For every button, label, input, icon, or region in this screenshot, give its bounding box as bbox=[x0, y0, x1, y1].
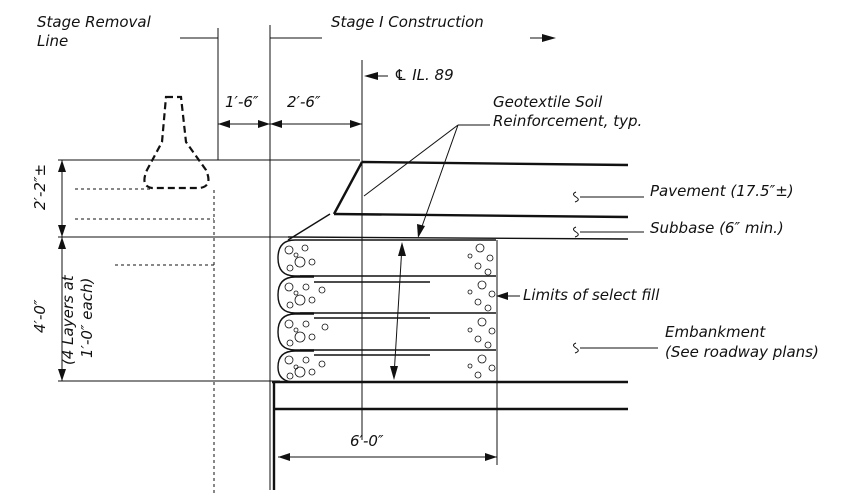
layers-label-line2: 1′-0″ each) bbox=[78, 278, 96, 358]
stage-construction-label: Stage I Construction bbox=[331, 13, 484, 31]
pavement-structure bbox=[287, 160, 629, 241]
top-dimension-line bbox=[218, 120, 362, 128]
dimension-6-0-label: 6′-0″ bbox=[350, 432, 384, 450]
dimension-4-0-label: 4′-0″ bbox=[31, 299, 49, 333]
limits-of-select-fill-label: Limits of select fill bbox=[523, 286, 660, 304]
select-fill-texture-right bbox=[467, 240, 498, 382]
centerline-label: ℄ IL. 89 bbox=[394, 66, 454, 84]
bottom-dimension-line bbox=[278, 382, 498, 465]
stage-construction-arrow bbox=[269, 25, 556, 490]
dimension-2-6-label: 2′-6″ bbox=[287, 93, 321, 111]
stage-removal-label-line1: Stage Removal bbox=[37, 13, 152, 31]
select-fill-texture-left bbox=[284, 244, 329, 380]
centerline bbox=[361, 60, 388, 440]
geotextile-leaders bbox=[363, 124, 490, 238]
geotextile-label-line2: Reinforcement, typ. bbox=[493, 112, 642, 130]
limits-leader bbox=[496, 292, 520, 300]
temporary-concrete-barrier bbox=[143, 95, 210, 190]
stage-removal-leader bbox=[180, 28, 219, 160]
subbase-label: Subbase (6″ min.) bbox=[650, 219, 784, 237]
reinforcement-limit-arrow bbox=[390, 242, 406, 380]
layers-label-line1: (4 Layers at bbox=[59, 274, 77, 365]
pavement-label: Pavement (17.5″±) bbox=[650, 182, 794, 200]
reinforced-fill-layers bbox=[277, 239, 498, 383]
embankment-label-line1: Embankment bbox=[665, 323, 766, 341]
callout-squiggles bbox=[573, 191, 658, 354]
geotextile-label-line1: Geotextile Soil bbox=[493, 93, 603, 111]
dimension-2-2-label: 2′-2″± bbox=[31, 164, 49, 210]
embankment-lines bbox=[272, 380, 628, 490]
dimension-1-6-label: 1′-6″ bbox=[225, 93, 259, 111]
embankment-label-line2: (See roadway plans) bbox=[665, 343, 819, 361]
left-dimension-lines bbox=[58, 159, 360, 382]
stage-removal-label-line2: Line bbox=[37, 32, 68, 50]
reference-dotted-lines bbox=[75, 188, 214, 266]
